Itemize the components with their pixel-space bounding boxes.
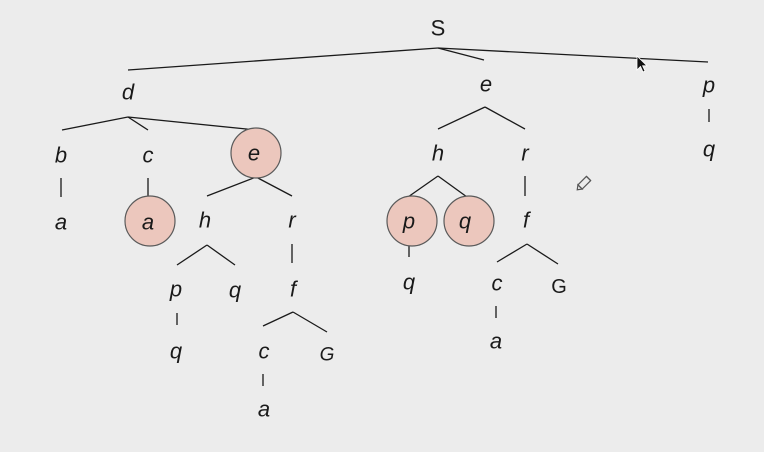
highlight-circle-q (443, 195, 495, 247)
node-p-top: p (702, 73, 715, 98)
edge-e-h (206, 176, 257, 197)
edge-f2-G (526, 243, 559, 265)
node-r1: r (288, 208, 297, 233)
node-q-under-p-highlighted: q (403, 270, 416, 295)
edge-f2-c (496, 243, 528, 263)
highlight-circle-e (230, 127, 282, 179)
node-h1: h (199, 208, 211, 233)
node-p-highlighted: p (402, 209, 415, 234)
node-q-under-p-top: q (703, 137, 716, 162)
node-q-under-p1: q (170, 339, 183, 364)
edge-h1-q (206, 244, 236, 266)
edge-s-d (127, 47, 439, 71)
node-S: S (431, 16, 446, 41)
node-c2: c (259, 339, 270, 364)
node-r2: r (521, 141, 530, 166)
node-h2: h (432, 141, 444, 166)
pencil-icon[interactable] (575, 175, 592, 192)
highlight-circle-a (124, 195, 176, 247)
edge-e2-h (437, 106, 486, 130)
node-f1: f (290, 277, 299, 302)
node-c1: c (143, 143, 154, 168)
node-e-highlighted: e (248, 141, 260, 166)
edge-s-e (437, 47, 485, 61)
node-p1: p (169, 277, 182, 302)
edge-f1-c (262, 311, 294, 327)
node-b: b (55, 143, 67, 168)
node-c3: c (492, 271, 503, 296)
edge-d-e (127, 116, 257, 131)
edge-d-c (127, 116, 149, 131)
edge-h2-p (407, 175, 439, 198)
node-a-under-c3: a (490, 329, 502, 354)
node-a-highlighted: a (142, 210, 154, 235)
node-G1: G (320, 345, 335, 366)
edge-e2-r (484, 106, 526, 130)
edge-h1-p (176, 244, 208, 266)
mouse-pointer-icon (636, 55, 648, 73)
edge-f1-G (292, 311, 328, 333)
node-q1: q (229, 278, 242, 303)
edge-h2-q (437, 175, 468, 198)
node-a-under-b: a (55, 210, 67, 235)
edge-d-b (61, 116, 129, 131)
highlight-circles (124, 127, 495, 247)
node-d: d (122, 80, 135, 105)
edge-s-p (437, 47, 709, 63)
node-labels: S d e p q b c e a a h r p q f q c G a h … (55, 16, 716, 422)
node-e-top: e (480, 72, 492, 97)
edge-e-r (255, 176, 293, 197)
node-a-under-c2: a (258, 397, 270, 422)
node-f2: f (523, 208, 532, 233)
highlight-circle-p (386, 195, 438, 247)
tree-edges (60, 47, 710, 386)
node-q-highlighted: q (459, 209, 472, 234)
node-G2: G (551, 276, 567, 298)
